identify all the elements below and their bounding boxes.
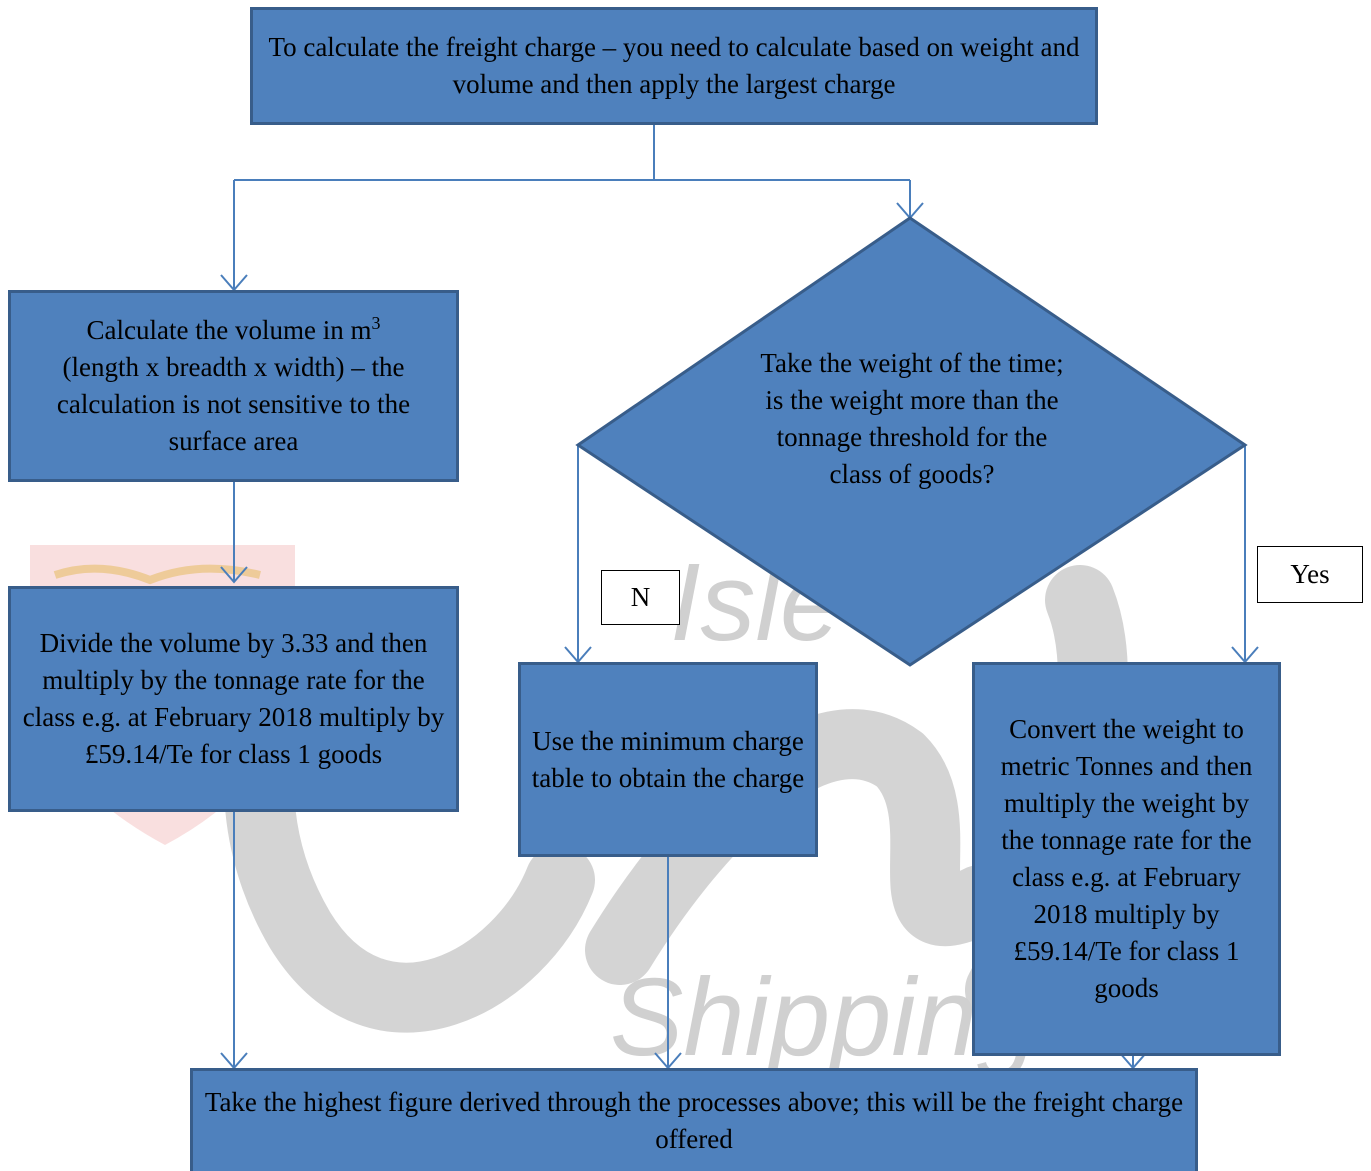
start-box: To calculate the freight charge – you ne… (250, 7, 1098, 125)
divide-box: Divide the volume by 3.33 and then multi… (8, 586, 459, 812)
no-label: N (601, 570, 680, 625)
result-box: Take the highest figure derived through … (190, 1068, 1198, 1171)
convert-weight-box: Convert the weight to metric Tonnes and … (972, 662, 1281, 1056)
arrowhead-divide (220, 566, 248, 584)
volume-box-heading: Calculate the volume in m3 (86, 313, 381, 345)
yes-label: Yes (1257, 546, 1363, 603)
volume-box: Calculate the volume in m3 (length x bre… (8, 290, 459, 482)
convert-weight-box-text: Convert the weight to metric Tonnes and … (1000, 714, 1253, 1003)
decision-text: Take the weight of the time; is the weig… (760, 348, 1064, 489)
divide-box-text: Divide the volume by 3.33 and then multi… (22, 628, 445, 769)
result-box-text: Take the highest figure derived through … (204, 1087, 1184, 1154)
decision-diamond (575, 216, 1248, 667)
minimum-charge-box-text: Use the minimum charge table to obtain t… (531, 725, 805, 793)
start-box-text: To calculate the freight charge – you ne… (268, 32, 1080, 99)
superscript-3: 3 (371, 313, 381, 333)
volume-box-text: (length x breadth x width) – the calcula… (56, 352, 411, 456)
minimum-charge-box: Use the minimum charge table to obtain t… (518, 662, 818, 857)
